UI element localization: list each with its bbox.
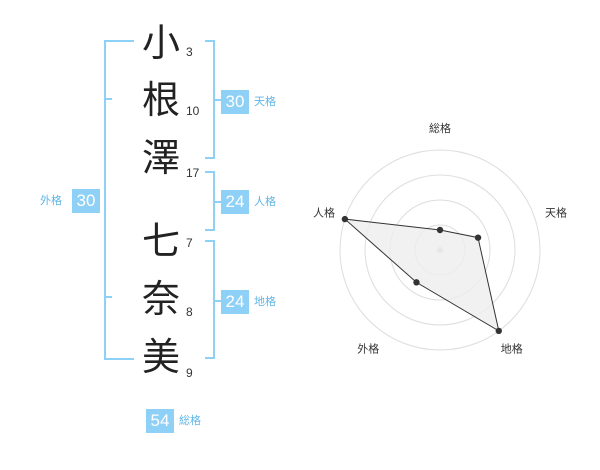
stroke-count-6: 9 — [186, 366, 193, 380]
radar-axis-label: 地格 — [501, 342, 523, 356]
tenkaku-badge: 30 — [221, 90, 249, 114]
gaikaku-bracket — [104, 40, 134, 360]
jinkaku-badge: 24 — [221, 190, 249, 214]
radar-ring — [339, 149, 541, 351]
radar-point — [474, 234, 482, 241]
radar-point — [436, 226, 444, 234]
gaikaku-label: 外格 — [40, 194, 62, 207]
soukaku-label: 総格 — [179, 414, 201, 427]
gaikaku-badge: 30 — [72, 189, 100, 213]
chikaku-bracket — [205, 240, 215, 359]
bracket-connector — [213, 99, 221, 101]
jinkaku-label: 人格 — [254, 195, 276, 208]
radar-points — [341, 215, 502, 335]
name-char-4: 七 — [141, 219, 180, 263]
radar-point — [413, 279, 420, 286]
radar-polygon — [343, 218, 500, 332]
stroke-count-3: 17 — [186, 166, 200, 180]
name-char-2: 根 — [141, 78, 180, 122]
stroke-count-5: 8 — [186, 305, 193, 319]
name-char-6: 美 — [141, 335, 180, 379]
radar-axis-label: 人格 — [313, 205, 335, 219]
radar-point — [495, 327, 502, 335]
name-char-1: 小 — [141, 21, 180, 65]
tenkaku-label: 天格 — [254, 95, 276, 108]
chikaku-label: 地格 — [254, 295, 276, 308]
stroke-count-1: 3 — [186, 45, 193, 59]
chikaku-badge: 24 — [221, 290, 249, 314]
radar-axis-label: 総格 — [429, 121, 451, 135]
radar-point — [341, 215, 349, 223]
radar-axis-label: 天格 — [545, 205, 567, 219]
bracket-connector — [213, 201, 221, 203]
bracket-tick — [104, 98, 112, 100]
bracket-connector — [213, 300, 221, 302]
name-char-3: 澤 — [141, 136, 180, 180]
soukaku-badge: 54 — [146, 409, 174, 433]
name-char-5: 奈 — [141, 277, 180, 321]
stroke-count-2: 10 — [186, 104, 200, 118]
radar-ring — [364, 174, 516, 326]
radar-axis-label: 外格 — [357, 342, 379, 356]
stroke-count-4: 7 — [186, 236, 193, 250]
bracket-tick — [104, 296, 112, 298]
